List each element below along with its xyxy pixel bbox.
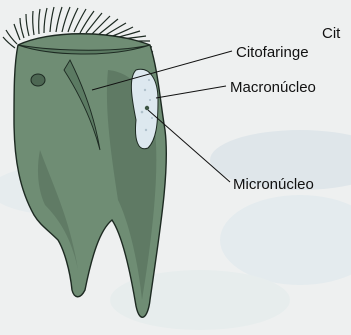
micronucleus: [145, 106, 149, 110]
label-micronucleo: Micronúcleo: [233, 177, 314, 192]
label-citostoma-partial: Cit: [322, 26, 340, 41]
label-macronucleo: Macronúcleo: [230, 80, 316, 95]
label-citofaringe: Citofaringe: [236, 45, 309, 60]
contractile-vacuole: [31, 74, 45, 86]
macronucleo-leader: [156, 86, 226, 98]
